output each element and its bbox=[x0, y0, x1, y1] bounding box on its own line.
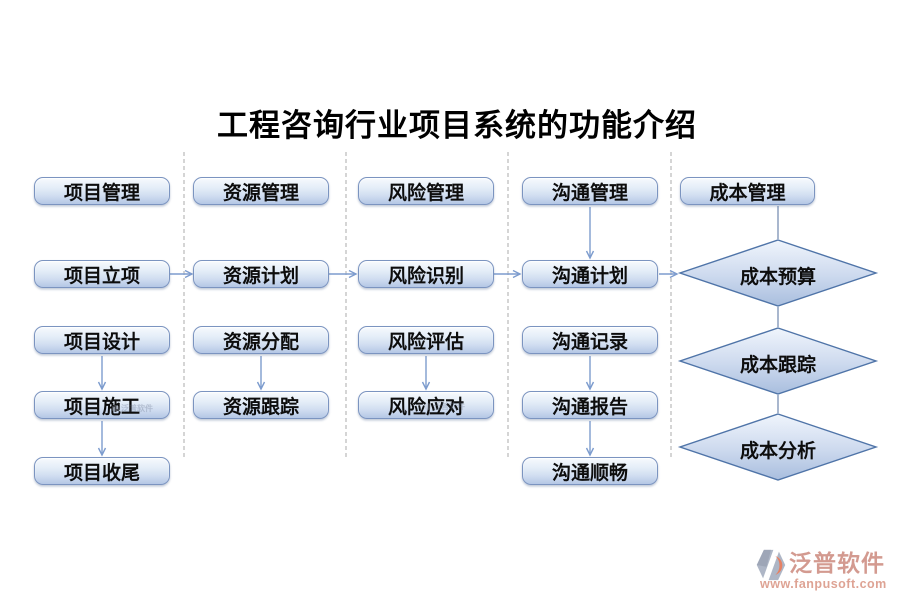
brand-block: 泛普软件 www.fanpusoft.com bbox=[755, 548, 895, 594]
node-project-construction: 项目施工 bbox=[34, 391, 170, 419]
watermark-text: 泛普软件 bbox=[433, 402, 465, 411]
node-label: 项目施工 bbox=[63, 396, 140, 418]
cost-budget-diamond-label: 成本预算 bbox=[739, 267, 816, 288]
cost-analysis-diamond-shape bbox=[677, 413, 879, 481]
node-label: 沟通管理 bbox=[551, 182, 628, 204]
node-label: 沟通计划 bbox=[551, 265, 628, 287]
node-project-initiation: 项目立项 bbox=[34, 260, 170, 288]
node-risk-management-header: 风险管理 bbox=[358, 177, 494, 205]
node-cost-management-header: 成本管理 bbox=[680, 177, 815, 205]
node-label: 资源管理 bbox=[222, 182, 299, 204]
node-communication-record: 沟通记录 bbox=[522, 326, 658, 354]
node-label: 风险评估 bbox=[387, 331, 464, 353]
node-label: 项目收尾 bbox=[63, 462, 140, 484]
cost-tracking-diamond-shape bbox=[677, 327, 879, 395]
node-label: 沟通记录 bbox=[551, 331, 628, 353]
node-label: 项目管理 bbox=[63, 182, 140, 204]
node-project-closing: 项目收尾 bbox=[34, 457, 170, 485]
node-label: 资源跟踪 bbox=[222, 396, 299, 418]
cost-diamond-shapes bbox=[677, 239, 879, 481]
node-risk-assessment: 风险评估 bbox=[358, 326, 494, 354]
brand-name: 泛普软件 bbox=[789, 550, 885, 576]
fanpu-logo-icon bbox=[756, 549, 786, 581]
inline-watermark: 泛普软件 bbox=[112, 403, 153, 414]
node-label: 风险应对 bbox=[388, 392, 464, 419]
column-separator-dashed-lines bbox=[183, 152, 672, 458]
node-project-management-header: 项目管理 bbox=[34, 177, 170, 205]
inline-watermark: 泛普软件 bbox=[424, 401, 465, 412]
watermark-logo-icon bbox=[112, 404, 119, 413]
node-communication-management-header: 沟通管理 bbox=[522, 177, 658, 205]
node-label: 风险管理 bbox=[387, 182, 464, 204]
cost-tracking-diamond-label: 成本跟踪 bbox=[739, 355, 816, 376]
node-resource-tracking: 资源跟踪 bbox=[193, 391, 329, 419]
node-resource-allocation: 资源分配 bbox=[193, 326, 329, 354]
node-communication-plan: 沟通计划 bbox=[522, 260, 658, 288]
node-label: 沟通顺畅 bbox=[551, 462, 628, 484]
brand-url: www.fanpusoft.com bbox=[760, 577, 887, 591]
node-label: 资源分配 bbox=[222, 331, 299, 353]
node-label: 项目设计 bbox=[63, 331, 140, 353]
node-label: 资源计划 bbox=[222, 265, 299, 287]
node-project-design: 项目设计 bbox=[34, 326, 170, 354]
node-label: 风险识别 bbox=[387, 265, 464, 287]
watermark-logo-icon bbox=[424, 402, 431, 411]
cost-analysis-diamond-label: 成本分析 bbox=[739, 441, 816, 462]
node-communication-report: 沟通报告 bbox=[522, 391, 658, 419]
node-risk-identification: 风险识别 bbox=[358, 260, 494, 288]
node-resource-management-header: 资源管理 bbox=[193, 177, 329, 205]
node-resource-plan: 资源计划 bbox=[193, 260, 329, 288]
diagram-title: 工程咨询行业项目系统的功能介绍 bbox=[217, 108, 697, 143]
cost-budget-diamond-shape bbox=[677, 239, 879, 307]
node-label: 沟通报告 bbox=[551, 396, 628, 418]
node-label: 项目立项 bbox=[63, 265, 140, 287]
node-label: 成本管理 bbox=[709, 182, 786, 204]
vertical-flow-arrows bbox=[97, 207, 595, 457]
node-communication-smooth: 沟通顺畅 bbox=[522, 457, 658, 485]
watermark-text: 泛普软件 bbox=[121, 404, 153, 413]
node-risk-response: 风险应对 bbox=[358, 391, 494, 419]
